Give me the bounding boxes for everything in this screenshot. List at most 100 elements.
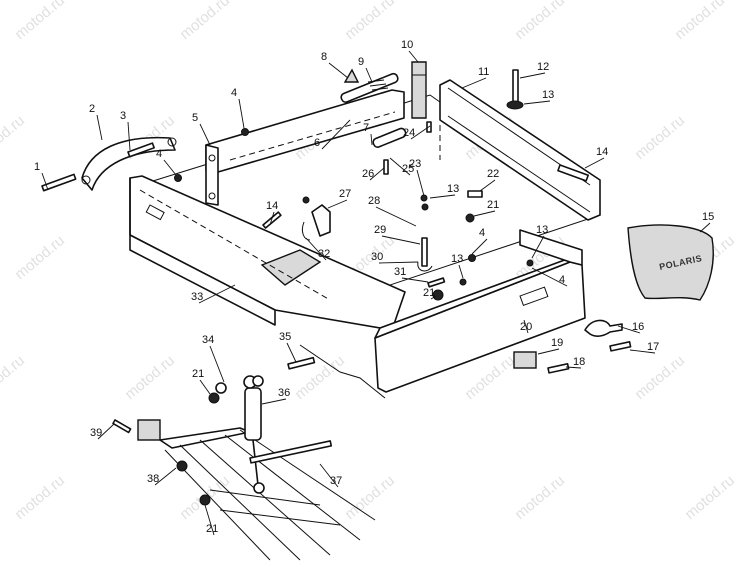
callout-leader-34 (209, 345, 225, 383)
long-bolt-37 (249, 440, 333, 464)
callout-leader-11 (461, 77, 487, 89)
callout-10: 10 (401, 39, 413, 51)
hardware (41, 68, 632, 506)
latch-strip-10 (411, 61, 427, 119)
callout-leader-4 (471, 238, 488, 255)
callout-leader-12 (519, 72, 546, 79)
box-bottom-edge (299, 344, 386, 399)
callout-15: 15 (702, 211, 714, 223)
bolt-3 (127, 142, 155, 158)
watermark-text: motod.ru (12, 232, 68, 283)
callout-39: 39 (90, 427, 102, 439)
clip-22 (467, 190, 483, 198)
callout-leader-33 (198, 284, 236, 304)
callout-4: 4 (156, 148, 162, 160)
callout-9: 9 (358, 56, 364, 68)
front-headboard (205, 89, 405, 206)
callout-leader-15 (699, 222, 711, 233)
callout-leader-21 (199, 379, 211, 395)
callout-21: 21 (423, 287, 435, 299)
watermark-text: motod.ru (672, 0, 728, 43)
callout-13: 13 (447, 183, 459, 195)
nut-38 (176, 460, 188, 472)
callout-4: 4 (479, 227, 485, 239)
callout-leader-10 (408, 50, 419, 63)
strut-cylinder (244, 387, 262, 441)
hinge-tube-upper (340, 72, 399, 103)
callout-leader-2 (96, 114, 103, 141)
callout-leader-28 (375, 206, 417, 227)
callout-37: 37 (330, 475, 342, 487)
watermark-text: motod.ru (632, 352, 688, 403)
callout-leader-39 (97, 423, 115, 440)
callout-4: 4 (231, 87, 237, 99)
callout-21: 21 (487, 199, 499, 211)
callout-leader-21 (204, 504, 215, 536)
callout-leader-7 (370, 133, 373, 146)
tailgate-lower-edge (447, 115, 591, 213)
watermark-text: motod.ru (512, 472, 568, 523)
callout-leader-4 (531, 267, 568, 287)
hinge-tubes (340, 72, 407, 148)
watermark-text: motod.ru (12, 472, 68, 523)
callout-3: 3 (120, 110, 126, 122)
frame-rail-4 (224, 434, 361, 541)
callout-leader-13 (429, 194, 456, 199)
callout-leader-6 (321, 119, 351, 150)
callout-leader-21 (430, 295, 437, 300)
callout-leader-27 (327, 199, 348, 209)
callout-leader-3 (127, 121, 131, 151)
callout-leader-4 (238, 98, 245, 129)
headboard-hidden-line (229, 111, 396, 161)
callout-11: 11 (478, 66, 489, 78)
callout-leader-13 (523, 100, 551, 105)
bolt-31 (427, 277, 446, 288)
watermark-text: motod.ru (682, 472, 738, 523)
callout-leader-5 (199, 123, 211, 146)
hidden-floor-line (139, 189, 331, 301)
callout-13: 13 (542, 89, 554, 101)
callout-leader-8 (328, 62, 349, 79)
callout-leader-20 (523, 319, 529, 334)
side-guard (81, 136, 177, 191)
callout-29: 29 (374, 224, 386, 236)
callout-38: 38 (147, 473, 159, 485)
callout-leader-9 (365, 67, 373, 83)
watermark-text: motod.ru (292, 352, 348, 403)
callout-14: 14 (596, 146, 608, 158)
callout-32: 32 (318, 248, 330, 260)
hook-30 (417, 261, 433, 272)
bolt-1 (41, 173, 77, 192)
callout-leader-35 (286, 342, 297, 363)
spacer-34-a (215, 382, 227, 394)
callout-19: 19 (551, 337, 563, 349)
callout-4: 4 (559, 274, 565, 286)
spacer-34-b (252, 375, 264, 387)
bolt-35 (287, 356, 316, 370)
bolt-18 (547, 363, 570, 374)
callout-23: 23 (409, 158, 421, 170)
callout-35: 35 (279, 331, 291, 343)
watermark-text: motod.ru (0, 112, 28, 163)
callout-17: 17 (647, 341, 659, 353)
callout-leader-1 (41, 172, 49, 191)
nut-21-upper (465, 213, 475, 223)
callout-26: 26 (362, 168, 374, 180)
callout-16: 16 (632, 321, 644, 333)
bolt-17 (609, 341, 632, 352)
guard-bolt-hole-1 (81, 175, 91, 185)
callout-leader-17 (629, 349, 656, 354)
nut-21-strut (208, 392, 220, 404)
callout-leader-13 (458, 264, 464, 279)
callout-21: 21 (192, 368, 204, 380)
callout-30: 30 (371, 251, 383, 263)
callout-leader-24 (410, 125, 431, 140)
callout-leader-36 (261, 398, 287, 405)
callout-leader-25 (389, 157, 411, 176)
watermark-text: motod.ru (342, 0, 398, 43)
logo-cover: POLARIS (627, 224, 714, 301)
callout-leader-37 (319, 463, 339, 488)
latch-spring-32 (301, 221, 311, 241)
